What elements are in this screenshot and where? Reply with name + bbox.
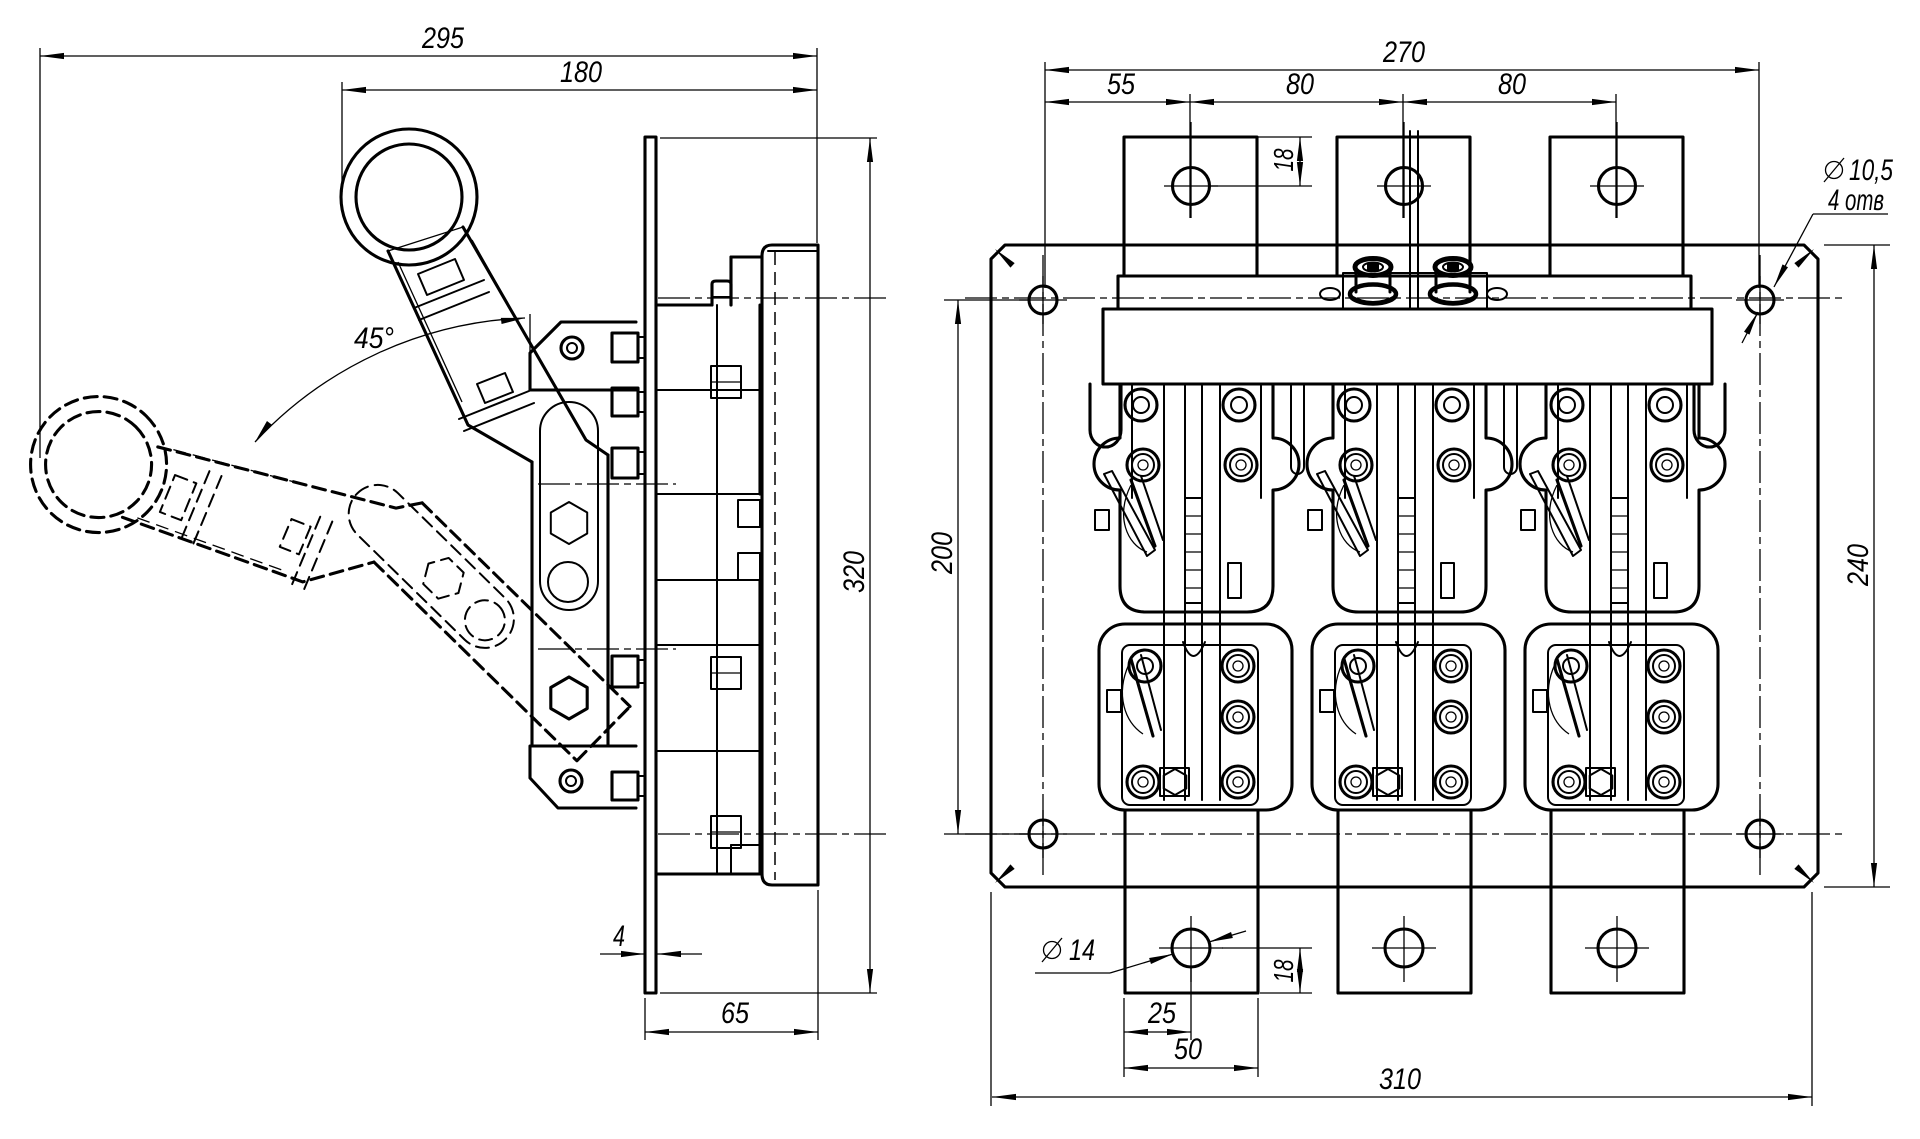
svg-text:4 отв: 4 отв: [1828, 184, 1884, 217]
svg-text:25: 25: [1147, 997, 1176, 1030]
svg-text:310: 310: [1379, 1063, 1421, 1096]
svg-text:320: 320: [838, 551, 871, 593]
svg-text:18: 18: [1268, 148, 1299, 171]
svg-text:14: 14: [1069, 934, 1095, 967]
svg-text:80: 80: [1286, 68, 1314, 101]
svg-text:55: 55: [1107, 68, 1135, 101]
svg-text:10,5: 10,5: [1849, 154, 1893, 187]
svg-text:295: 295: [421, 22, 464, 55]
svg-text:180: 180: [560, 56, 602, 89]
svg-text:240: 240: [1842, 544, 1875, 587]
svg-text:270: 270: [1382, 36, 1425, 69]
svg-text:50: 50: [1174, 1033, 1202, 1066]
svg-text:18: 18: [1268, 959, 1299, 982]
svg-text:4: 4: [613, 920, 625, 953]
svg-text:80: 80: [1498, 68, 1526, 101]
svg-text:65: 65: [721, 997, 749, 1030]
svg-text:200: 200: [926, 532, 959, 575]
svg-text:45°: 45°: [354, 322, 394, 355]
